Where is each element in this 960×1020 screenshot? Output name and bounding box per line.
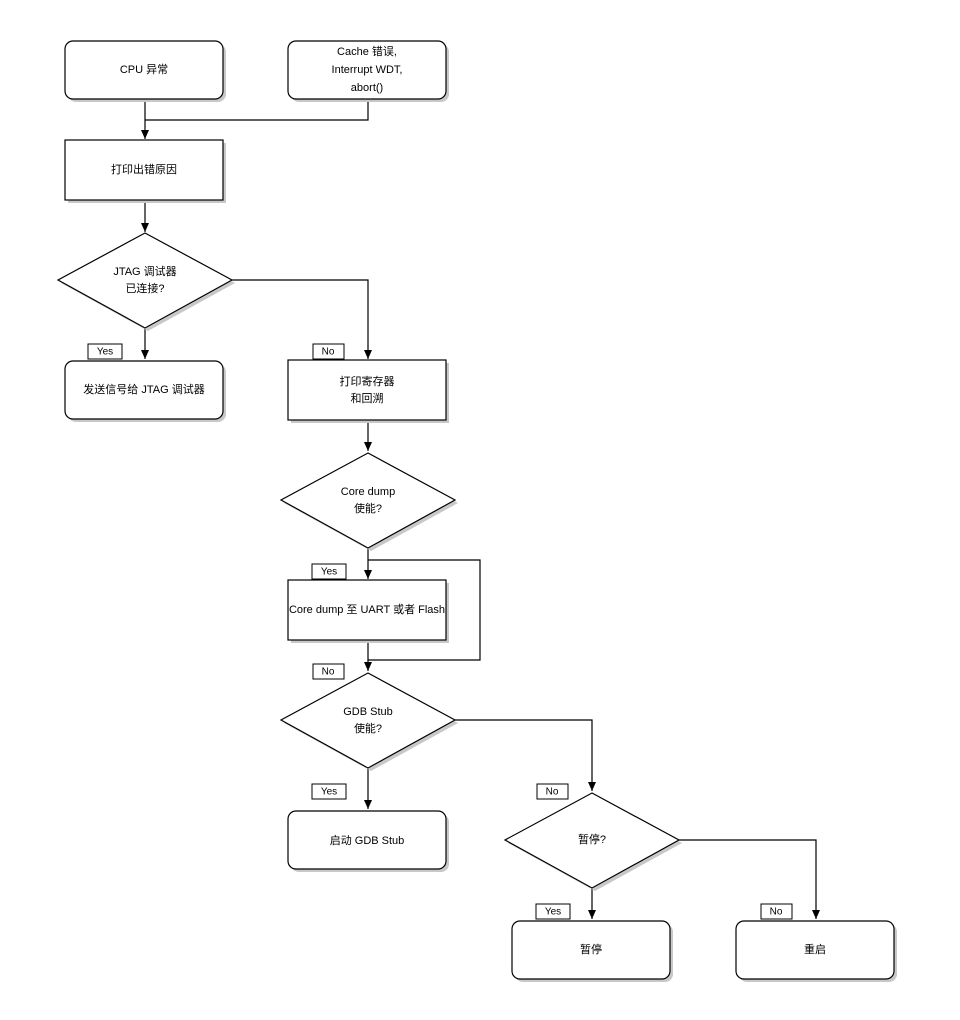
node-send-signal: 发送信号给 JTAG 调试器 [64, 360, 226, 422]
edge-cache-to-merge [145, 100, 369, 121]
edge-jtag-no [232, 279, 372, 359]
svg-text:Yes: Yes [321, 567, 337, 578]
node-send-signal-label: 发送信号给 JTAG 调试器 [83, 382, 204, 396]
node-core-dump-enabled: Core dump 使能? [279, 452, 458, 551]
node-core-dump-to: Core dump 至 UART 或者 Flash [287, 579, 449, 643]
node-gdb-stub-enabled: GDB Stub 使能? [279, 672, 458, 771]
node-gdb-stub-enabled-line-2: 使能? [354, 721, 382, 735]
svg-text:No: No [322, 347, 335, 358]
node-cache-error: Cache 错误, Interrupt WDT, abort() [287, 40, 449, 102]
svg-text:Yes: Yes [97, 347, 113, 358]
svg-text:Yes: Yes [321, 787, 337, 798]
node-core-dump-enabled-line-1: Core dump [341, 486, 395, 498]
svg-text:No: No [322, 667, 335, 678]
node-print-registers-line-1: 打印寄存器 [340, 374, 395, 388]
edges [141, 100, 820, 919]
node-jtag-connected: JTAG 调试器 已连接? [56, 232, 235, 331]
node-restart: 重启 [735, 920, 897, 982]
node-halt: 暂停 [511, 920, 673, 982]
svg-text:No: No [546, 787, 559, 798]
node-cache-error-line-2: Interrupt WDT, [332, 64, 403, 76]
node-core-dump-enabled-line-2: 使能? [354, 501, 382, 515]
edge-label-jtag-yes: Yes [87, 343, 123, 360]
node-print-reason: 打印出错原因 [64, 139, 226, 203]
edge-halt-no [679, 839, 820, 919]
edge-core-dump-loop [367, 559, 481, 661]
edge-label-jtag-no: No [312, 343, 345, 360]
svg-text:Yes: Yes [545, 907, 561, 918]
node-print-registers-line-2: 和回溯 [351, 392, 384, 405]
node-gdb-stub-enabled-line-1: GDB Stub [343, 706, 393, 718]
node-jtag-connected-line-2: 已连接? [125, 282, 164, 295]
edge-label-halt-no: No [760, 903, 793, 920]
node-halt-question-label: 暂停? [578, 832, 606, 846]
node-jtag-connected-line-1: JTAG 调试器 [113, 265, 176, 278]
node-core-dump-to-label: Core dump 至 UART 或者 Flash [289, 603, 445, 616]
node-cache-error-line-3: abort() [351, 82, 383, 94]
edge-label-gdb-yes: Yes [311, 783, 347, 800]
node-cpu-exception-label: CPU 异常 [120, 63, 168, 76]
edge-gdb-no [455, 719, 596, 791]
node-cpu-exception: CPU 异常 [64, 40, 226, 102]
node-restart-label: 重启 [804, 942, 826, 956]
edge-label-gdb-no: No [536, 783, 569, 800]
node-halt-label: 暂停 [580, 942, 602, 956]
edge-label-halt-yes: Yes [535, 903, 571, 920]
node-start-gdb-stub-label: 启动 GDB Stub [330, 834, 405, 847]
node-start-gdb-stub: 启动 GDB Stub [287, 810, 449, 872]
svg-text:No: No [770, 907, 783, 918]
node-print-registers: 打印寄存器 和回溯 [287, 359, 449, 423]
edge-label-core-no: No [312, 663, 345, 680]
node-cache-error-line-1: Cache 错误, [337, 44, 397, 58]
node-halt-question: 暂停? [503, 792, 682, 891]
node-print-reason-label: 打印出错原因 [111, 162, 177, 176]
edge-label-core-yes: Yes [311, 563, 347, 580]
